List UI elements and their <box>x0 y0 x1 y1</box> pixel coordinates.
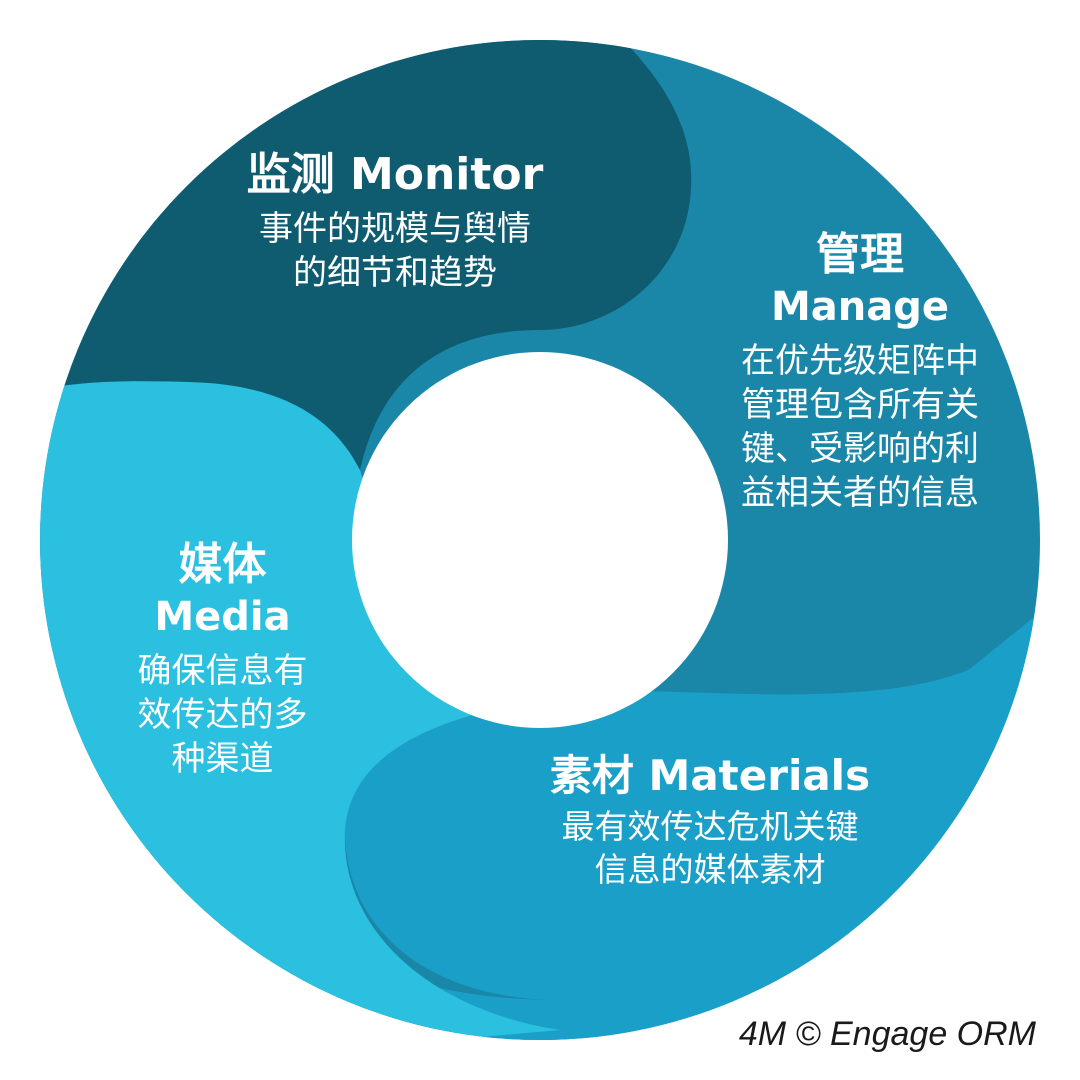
monitor-desc-line: 的细节和趋势 <box>293 252 497 293</box>
manage-desc-line: 管理包含所有关 <box>741 384 979 425</box>
copyright-text: 4M © Engage ORM <box>738 1015 1036 1053</box>
media-desc-line: 效传达的多 <box>137 694 308 735</box>
segment-materials-label: 素材 Materials 最有效传达危机关键 信息的媒体素材 <box>520 751 900 892</box>
manage-subtitle: Manage <box>770 283 950 330</box>
materials-title: 素材 Materials <box>549 751 871 800</box>
manage-title: 管理 <box>816 229 904 280</box>
manage-desc-line: 在优先级矩阵中 <box>741 340 979 381</box>
materials-description: 最有效传达危机关键 信息的媒体素材 <box>520 806 900 892</box>
media-title: 媒体 <box>178 539 267 590</box>
monitor-desc-line: 事件的规模与舆情 <box>259 208 531 249</box>
manage-desc-line: 益相关者的信息 <box>741 473 979 514</box>
monitor-description: 事件的规模与舆情 的细节和趋势 <box>195 207 595 295</box>
media-desc-line: 种渠道 <box>171 738 274 779</box>
monitor-title: 监测 Monitor <box>246 149 544 200</box>
segment-media-label: 媒体 Media 确保信息有 效传达的多 种渠道 <box>115 539 330 782</box>
segment-monitor-label: 监测 Monitor 事件的规模与舆情 的细节和趋势 <box>195 149 595 295</box>
media-subtitle: Media <box>154 593 291 640</box>
media-desc-line: 确保信息有 <box>137 650 308 691</box>
segment-manage-label: 管理 Manage 在优先级矩阵中 管理包含所有关 键、受影响的利 益相关者的信… <box>720 229 1000 516</box>
media-description: 确保信息有 效传达的多 种渠道 <box>115 649 330 782</box>
manage-desc-line: 键、受影响的利 <box>741 428 979 469</box>
manage-description: 在优先级矩阵中 管理包含所有关 键、受影响的利 益相关者的信息 <box>720 339 1000 516</box>
materials-desc-line: 最有效传达危机关键 <box>561 807 859 847</box>
materials-desc-line: 信息的媒体素材 <box>594 850 826 890</box>
ring-center-hole <box>352 352 728 728</box>
